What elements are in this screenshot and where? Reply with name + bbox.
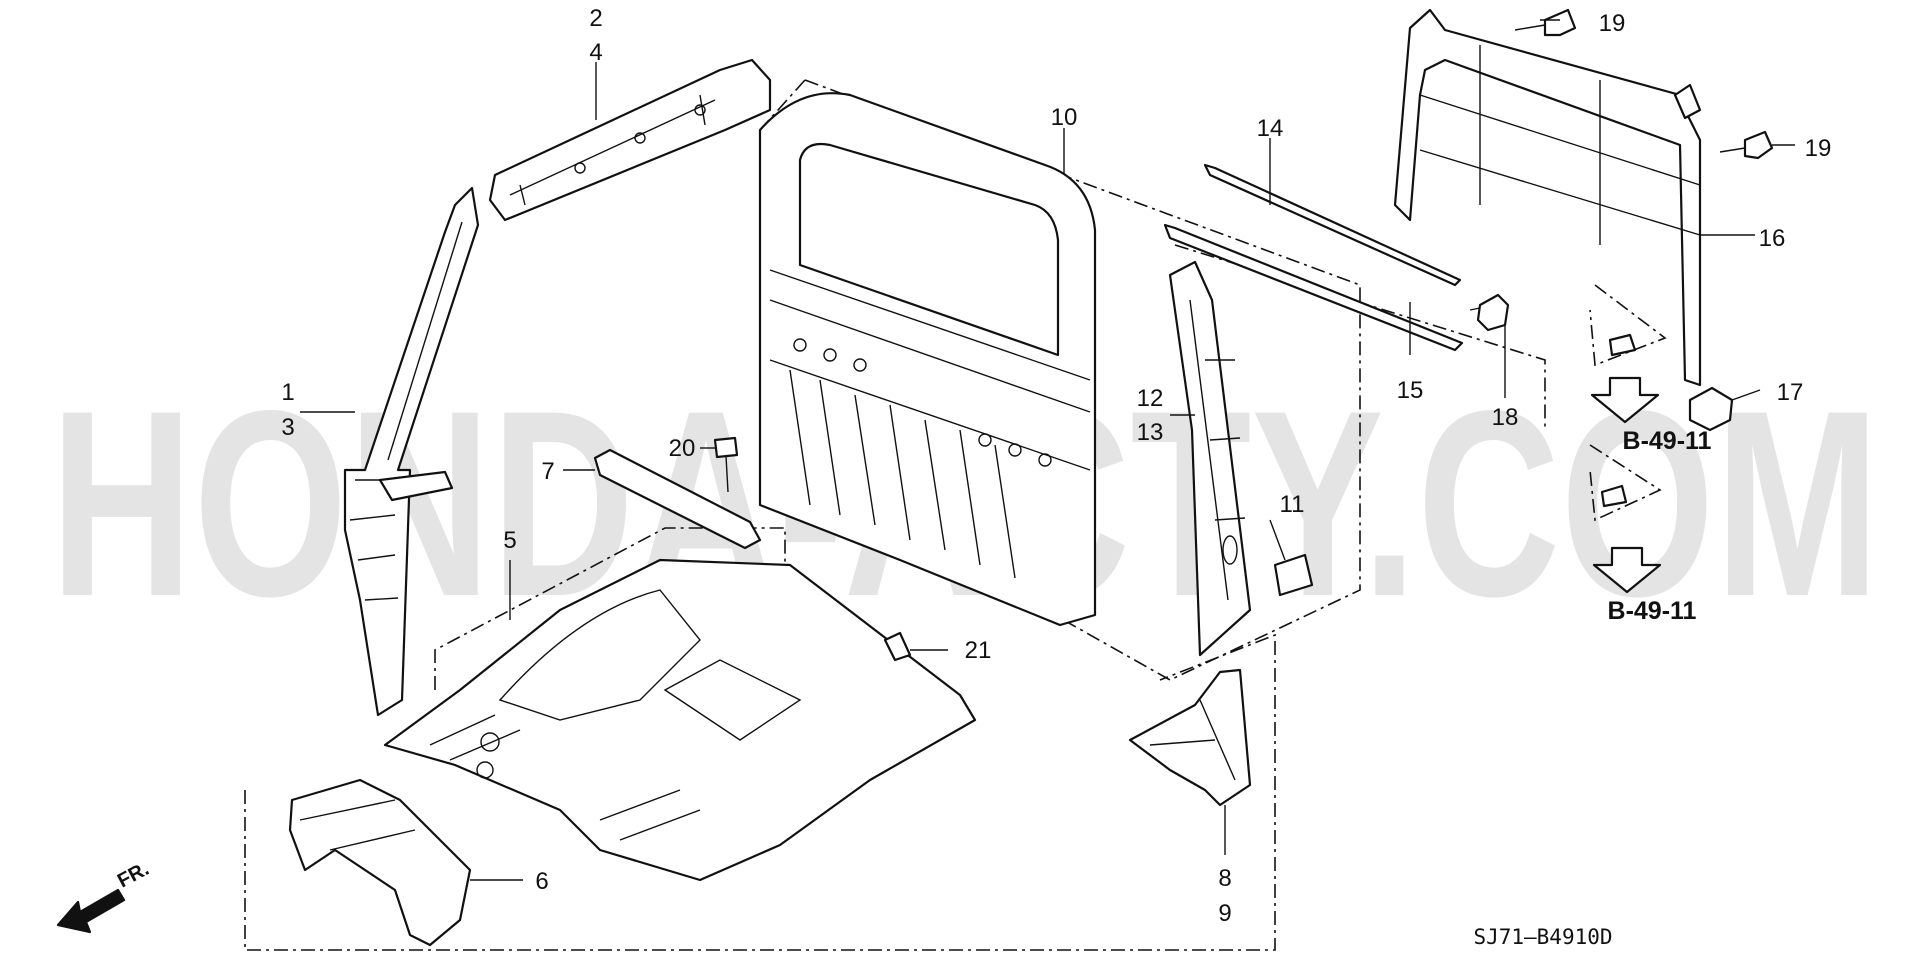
callout-labels: 2 4 1 3 10 14 15 16 17 18 19 19 11 12 13… — [281, 5, 1831, 927]
reference-label-lower: B-49-11 — [1608, 597, 1697, 625]
callout-6: 6 — [535, 868, 548, 895]
callout-16: 16 — [1759, 225, 1786, 252]
callout-17: 17 — [1777, 379, 1804, 406]
crossmember-part — [593, 448, 762, 550]
grommet-part — [1688, 386, 1734, 432]
callout-11: 11 — [1280, 491, 1305, 518]
diagram-code: SJ71—B4910D — [1473, 925, 1612, 949]
callout-21: 21 — [965, 637, 992, 664]
wheelarch-bracket-part — [1128, 668, 1252, 807]
back-panel-part — [758, 92, 1097, 627]
ref-arrow-upper-icon — [1590, 376, 1660, 424]
bracket-part — [1273, 553, 1314, 597]
leader-lines — [300, 19, 1795, 881]
callout-9: 9 — [1218, 900, 1231, 927]
callout-19-right: 19 — [1805, 135, 1832, 162]
callout-12: 12 — [1137, 385, 1164, 412]
callout-3: 3 — [281, 414, 294, 441]
upper-rail-part — [488, 58, 772, 222]
floor-support-part — [288, 778, 472, 947]
guard-frame-part — [1393, 8, 1702, 387]
callout-15: 15 — [1397, 377, 1424, 404]
clip-part — [883, 631, 912, 662]
front-pillar-part — [343, 186, 480, 717]
stays-part — [1163, 163, 1464, 352]
rear-pillar-part — [1168, 260, 1252, 657]
callout-5: 5 — [503, 527, 516, 554]
callout-13: 13 — [1137, 419, 1164, 446]
floor-part — [383, 558, 977, 882]
callout-1: 1 — [281, 379, 294, 406]
bolt-parts — [713, 8, 1774, 508]
ref-arrow-lower-icon — [1592, 546, 1662, 594]
reference-arrows — [1590, 376, 1662, 594]
callout-2: 2 — [589, 5, 602, 32]
callout-7: 7 — [541, 458, 554, 485]
callout-14: 14 — [1257, 115, 1284, 142]
callout-18: 18 — [1492, 404, 1519, 431]
callout-10: 10 — [1051, 104, 1078, 131]
callout-19-top: 19 — [1599, 10, 1626, 37]
reference-label-upper: B-49-11 — [1623, 427, 1712, 455]
callout-8: 8 — [1218, 865, 1231, 892]
callout-4: 4 — [589, 39, 602, 66]
callout-20: 20 — [669, 435, 696, 462]
front-label: FR. — [114, 858, 153, 893]
front-direction-marker: FR. — [56, 858, 153, 934]
front-arrow-icon — [56, 888, 126, 934]
